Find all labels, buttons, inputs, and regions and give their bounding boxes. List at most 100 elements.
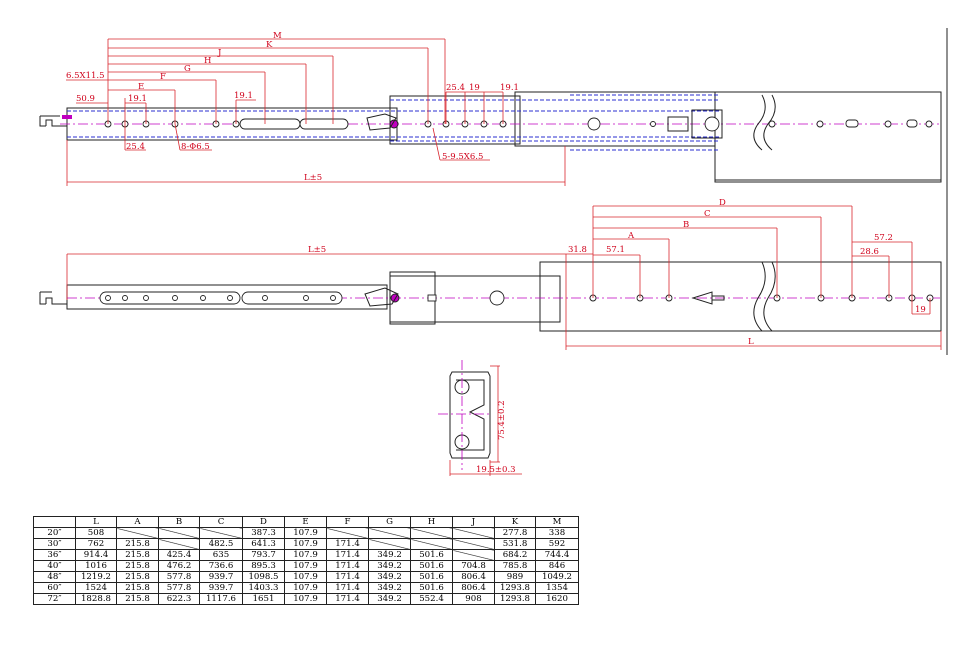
dim-M: M xyxy=(273,31,282,41)
table-cell: 785.8 xyxy=(494,560,536,572)
table-cell: 552.4 xyxy=(410,593,453,605)
table-cell: 762 xyxy=(75,538,117,550)
dim-19-1-a: 19.1 xyxy=(128,94,147,104)
table-cell: 1403.3 xyxy=(242,582,285,594)
dim-J: J xyxy=(217,48,222,58)
dim-width: 19.5±0.3 xyxy=(476,465,516,475)
table-cell: 793.7 xyxy=(242,549,285,561)
table-cell xyxy=(368,538,411,550)
table-cell: 895.3 xyxy=(242,560,285,572)
table-cell: 476.2 xyxy=(158,560,200,572)
table-cell: 171.4 xyxy=(326,538,369,550)
table-header-cell: A xyxy=(116,516,159,528)
break-mark-bottom xyxy=(753,261,766,332)
table-cell: 215.8 xyxy=(116,571,159,583)
dim-K: K xyxy=(266,40,273,50)
table-cell: 531.8 xyxy=(494,538,536,550)
table-cell: 1620 xyxy=(535,593,579,605)
table-cell: 1828.8 xyxy=(75,593,117,605)
table-cell xyxy=(158,538,200,550)
dim-slot: 6.5X11.5 xyxy=(66,71,105,81)
dim-B: B xyxy=(683,220,689,230)
table-cell: 501.6 xyxy=(410,571,453,583)
table-cell: 622.3 xyxy=(158,593,200,605)
table-cell: 592 xyxy=(535,538,579,550)
dim-L-top: L±5 xyxy=(304,173,322,183)
table-cell: 171.4 xyxy=(326,582,369,594)
table-cell: 1117.6 xyxy=(199,593,243,605)
table-cell: 684.2 xyxy=(494,549,536,561)
table-cell: 1293.8 xyxy=(494,582,536,594)
table-cell: 215.8 xyxy=(116,560,159,572)
front-hook xyxy=(39,115,67,127)
table-header-cell: J xyxy=(452,516,495,528)
table-header-cell: H xyxy=(410,516,453,528)
table-cell: 1098.5 xyxy=(242,571,285,583)
dim-28-6: 28.6 xyxy=(860,247,879,257)
latch-marker xyxy=(62,115,72,119)
dim-25-4-b: 25.4 xyxy=(126,142,145,152)
dim-E: E xyxy=(138,82,144,92)
table-cell: 349.2 xyxy=(368,549,411,561)
table-cell: 171.4 xyxy=(326,549,369,561)
table-header-cell xyxy=(33,516,76,528)
table-header-cell: B xyxy=(158,516,200,528)
bottom-front-hook xyxy=(39,291,67,305)
bottom-holes xyxy=(99,290,934,306)
table-size-cell: 30″ xyxy=(33,538,76,550)
direction-arrow-icon xyxy=(691,291,725,305)
bottom-outer-rail xyxy=(539,261,942,332)
dim-19-1-c: 19.1 xyxy=(500,83,519,93)
dim-50-9: 50.9 xyxy=(76,94,95,104)
bottom-middle-rail xyxy=(389,275,561,323)
table-cell: 107.9 xyxy=(284,549,327,561)
table-cell: 1524 xyxy=(75,582,117,594)
table-size-cell: 40″ xyxy=(33,560,76,572)
table-header-cell: F xyxy=(326,516,369,528)
top-latch-arm xyxy=(366,113,397,131)
table-header-cell: L xyxy=(75,516,117,528)
top-holes xyxy=(104,117,933,131)
dim-holes-8: 8-Φ6.5 xyxy=(181,142,210,152)
dim-height: 75.4±0.2 xyxy=(497,400,507,440)
table-cell: 107.9 xyxy=(284,571,327,583)
table-cell: 806.4 xyxy=(452,571,495,583)
table-cell: 1293.8 xyxy=(494,593,536,605)
table-cell: 501.6 xyxy=(410,560,453,572)
table-header-cell: M xyxy=(535,516,579,528)
table-cell: 107.9 xyxy=(284,538,327,550)
table-cell: 387.3 xyxy=(242,527,285,539)
table-cell: 349.2 xyxy=(368,560,411,572)
top-view: M K J H G F E 6.5X11.5 50.9 19.1 19.1 25… xyxy=(39,31,942,186)
table-cell: 107.9 xyxy=(284,582,327,594)
dim-H: H xyxy=(204,56,211,66)
bottom-dimensions xyxy=(66,205,942,350)
table-cell: 1354 xyxy=(535,582,579,594)
bottom-latch-arm xyxy=(364,287,399,307)
table-size-cell: 20″ xyxy=(33,527,76,539)
table-cell: 349.2 xyxy=(368,571,411,583)
middle-rail-outline xyxy=(389,95,521,145)
table-cell: 989 xyxy=(494,571,536,583)
table-cell: 908 xyxy=(452,593,495,605)
table-cell: 277.8 xyxy=(494,527,536,539)
table-cell xyxy=(410,538,453,550)
table-cell: 501.6 xyxy=(410,549,453,561)
table-size-cell: 48″ xyxy=(33,571,76,583)
table-cell: 577.8 xyxy=(158,582,200,594)
bottom-dimension-texts: D C B A L±5 31.8 57.1 57.2 28.6 19 L xyxy=(308,198,926,347)
table-cell: 107.9 xyxy=(284,527,327,539)
table-cell: 171.4 xyxy=(326,593,369,605)
table-cell xyxy=(158,527,200,539)
table-cell: 349.2 xyxy=(368,593,411,605)
table-cell: 1049.2 xyxy=(535,571,579,583)
table-cell: 338 xyxy=(535,527,579,539)
table-cell: 939.7 xyxy=(199,571,243,583)
